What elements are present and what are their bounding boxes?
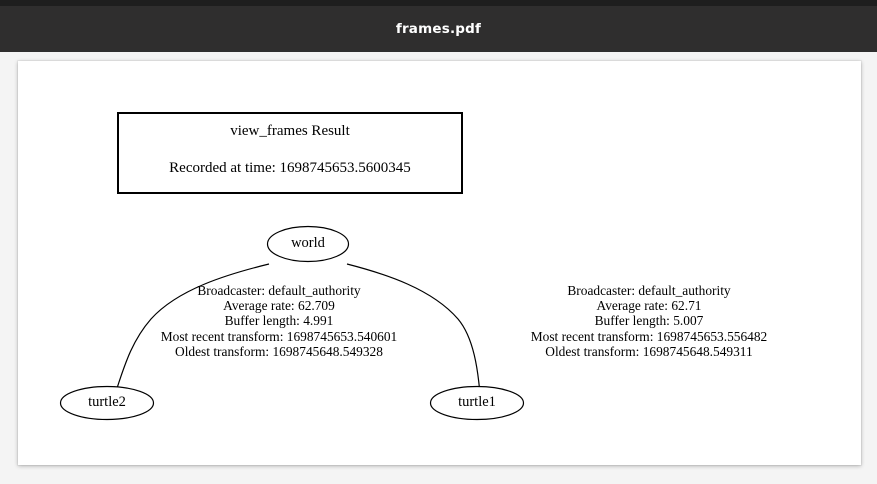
view-frames-result-box: view_frames Result Recorded at time: 169…: [117, 112, 463, 194]
edge-label-line: Oldest transform: 1698745648.549311: [545, 343, 753, 359]
edge-label-line: Most recent transform: 1698745653.540601: [160, 328, 398, 344]
node-label-turtle2: turtle2: [88, 394, 126, 410]
result-box-recorded-at: Recorded at time: 1698745653.5600345: [169, 160, 411, 176]
window-title: frames.pdf: [395, 21, 482, 37]
edge-label-line: Oldest transform: 1698745648.549328: [175, 343, 383, 359]
tf-frames-graph: view_frames Result Recorded at time: 169…: [18, 61, 861, 465]
edge-label-line: Buffer length: 4.991: [224, 313, 334, 329]
edge-label-line: Broadcaster: default_authority: [197, 283, 361, 298]
pdf-viewer-area[interactable]: view_frames Result Recorded at time: 169…: [0, 52, 877, 484]
edge-label-line: Buffer length: 5.007: [594, 313, 704, 329]
edge-label-line: Average rate: 62.71: [596, 298, 702, 314]
node-ellipse-world: [266, 225, 350, 263]
pdf-page: view_frames Result Recorded at time: 169…: [18, 61, 861, 465]
result-box-heading: view_frames Result: [230, 123, 350, 139]
node-ellipse-turtle2: [59, 385, 155, 421]
edge-world-to-turtle1: [346, 263, 483, 396]
node-label-world: world: [291, 235, 325, 251]
edge-label-world-to-turtle2: Broadcaster: default_authority Average r…: [106, 283, 452, 359]
node-ellipse-turtle1: [429, 385, 525, 421]
edge-label-line: Broadcaster: default_authority: [567, 283, 731, 298]
edge-world-to-turtle2: [113, 263, 270, 396]
window-top-strip: [0, 0, 877, 6]
edge-label-world-to-turtle1: Broadcaster: default_authority Average r…: [476, 283, 822, 359]
titlebar: frames.pdf: [0, 6, 877, 52]
edge-label-line: Most recent transform: 1698745653.556482: [530, 328, 768, 344]
graph-edges-layer: [59, 225, 525, 421]
node-label-turtle1: turtle1: [458, 394, 496, 410]
edge-label-line: Average rate: 62.709: [223, 298, 335, 314]
